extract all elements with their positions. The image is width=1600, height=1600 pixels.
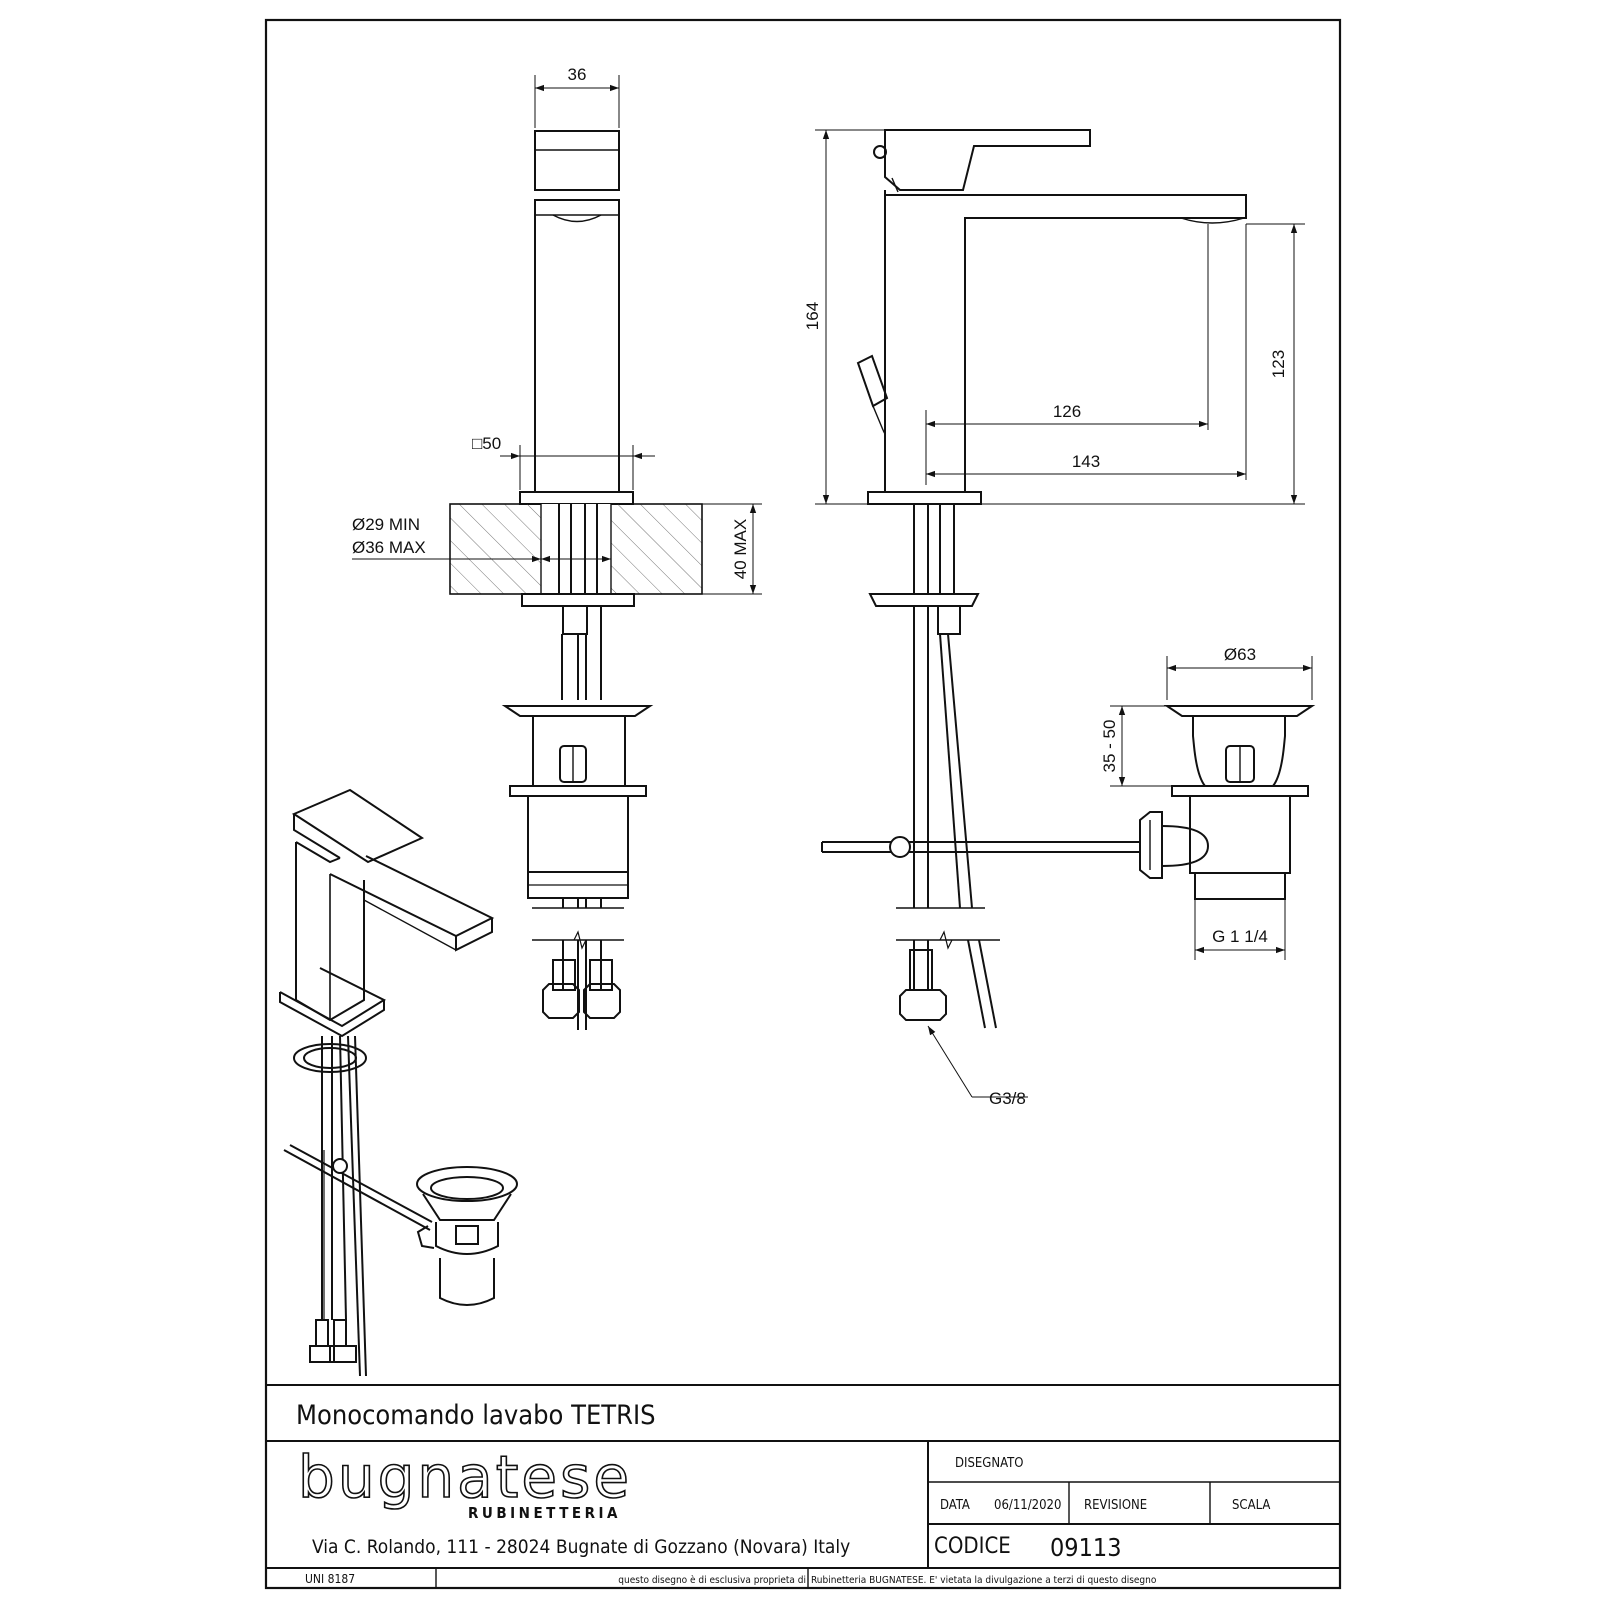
dim-waste-depth: 35 - 50 <box>1100 720 1119 773</box>
dim-spout-width: 36 <box>568 65 587 84</box>
dim-deck-max: 40 MAX <box>731 519 750 579</box>
waste-detail-view <box>1139 705 1316 900</box>
dim-reach-outlet: 126 <box>1053 402 1081 421</box>
dim-outlet-height: 123 <box>1269 350 1288 378</box>
disclaimer-left: questo disegno è di esclusiva proprieta … <box>618 1574 806 1586</box>
dim-hose-thread: G3/8 <box>989 1089 1026 1108</box>
product-title: Monocomando lavabo TETRIS <box>296 1400 656 1431</box>
waste-dimensions: Ø63 35 - 50 G 1 1/4 <box>1100 645 1313 960</box>
dim-waste-diameter: Ø63 <box>1224 645 1256 664</box>
brand-subtitle: RUBINETTERIA <box>468 1504 621 1522</box>
dim-height-total: 164 <box>803 302 822 330</box>
disclaimer-right: Rubinetteria BUGNATESE. E' vietata la di… <box>811 1575 1157 1586</box>
isometric-view <box>279 788 518 1377</box>
dim-waste-thread: G 1 1/4 <box>1212 927 1268 946</box>
brand-logo: bugnatese <box>298 1443 632 1511</box>
codice-value: 09113 <box>1050 1533 1122 1562</box>
data-value: 06/11/2020 <box>994 1498 1061 1513</box>
side-view <box>821 129 1247 1029</box>
dim-reach-total: 143 <box>1072 452 1100 471</box>
sheet-border <box>264 18 1342 1590</box>
title-block: Monocomando lavabo TETRIS bugnatese RUBI… <box>266 1384 1340 1588</box>
company-address: Via C. Rolando, 111 - 28024 Bugnate di G… <box>312 1536 850 1558</box>
codice-label: CODICE <box>934 1534 1011 1559</box>
scala-label: SCALA <box>1232 1498 1270 1513</box>
front-dimensions: 36 □50 Ø29 MIN Ø36 MAX 40 MAX <box>352 65 762 595</box>
data-label: DATA <box>940 1498 970 1513</box>
revisione-label: REVISIONE <box>1084 1498 1147 1513</box>
dim-base-square: □50 <box>472 434 501 453</box>
dim-hole-max: Ø36 MAX <box>352 538 426 557</box>
front-view <box>449 130 703 1030</box>
standard-label: UNI 8187 <box>305 1572 355 1586</box>
side-dimensions: 164 123 126 143 G3/8 <box>803 129 1305 1108</box>
dim-hole-min: Ø29 MIN <box>352 515 420 534</box>
disegnato-label: DISEGNATO <box>955 1456 1023 1471</box>
